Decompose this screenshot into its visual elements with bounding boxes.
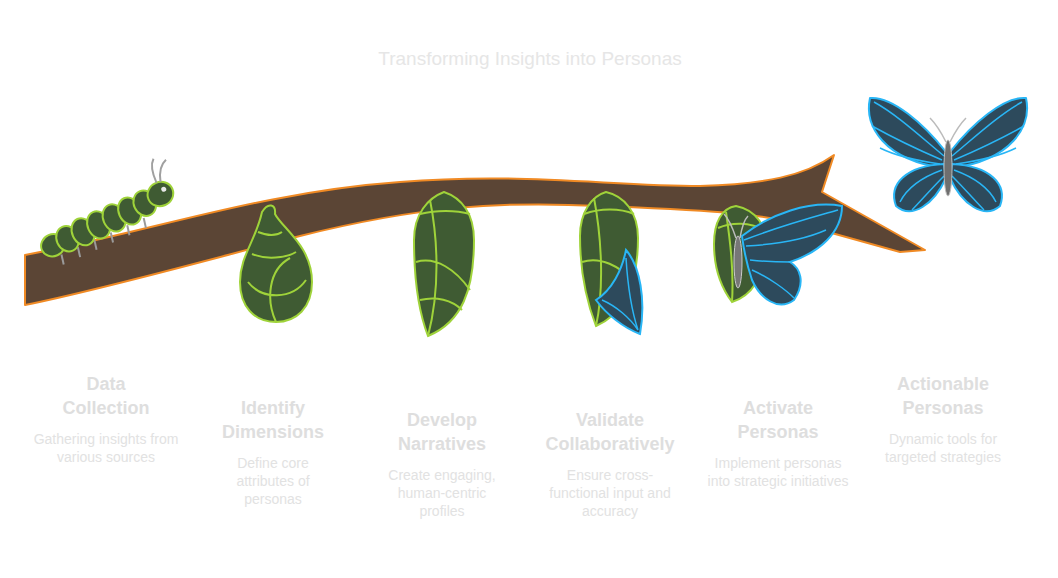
stage-description: Gathering insights from various sources: [26, 430, 186, 466]
stage-description: Create engaging, human-centric profiles: [380, 466, 504, 520]
branch: [25, 155, 925, 305]
stage-heading: Actionable Personas: [882, 372, 1004, 420]
stage-heading: Data Collection: [50, 372, 162, 420]
butterfly: [869, 98, 1027, 211]
chrysalis: [414, 192, 474, 336]
chrysalis-emerging: [580, 192, 642, 334]
butterfly-emerging: [714, 205, 842, 305]
stage-description: Define core attributes of personas: [218, 454, 328, 508]
stage-heading: Activate Personas: [722, 396, 834, 444]
stage-description: Ensure cross-functional input and accura…: [537, 466, 683, 520]
diagram-title: Transforming Insights into Personas: [378, 48, 681, 70]
caterpillar: [27, 154, 188, 270]
chrysalis: [240, 205, 312, 322]
stage-description: Implement personas into strategic initia…: [705, 454, 851, 490]
stage-heading: Develop Narratives: [381, 408, 503, 456]
stage-heading: Validate Collaboratively: [535, 408, 685, 456]
stage-description: Dynamic tools for targeted strategies: [868, 430, 1018, 466]
stage-heading: Identify Dimensions: [213, 396, 333, 444]
